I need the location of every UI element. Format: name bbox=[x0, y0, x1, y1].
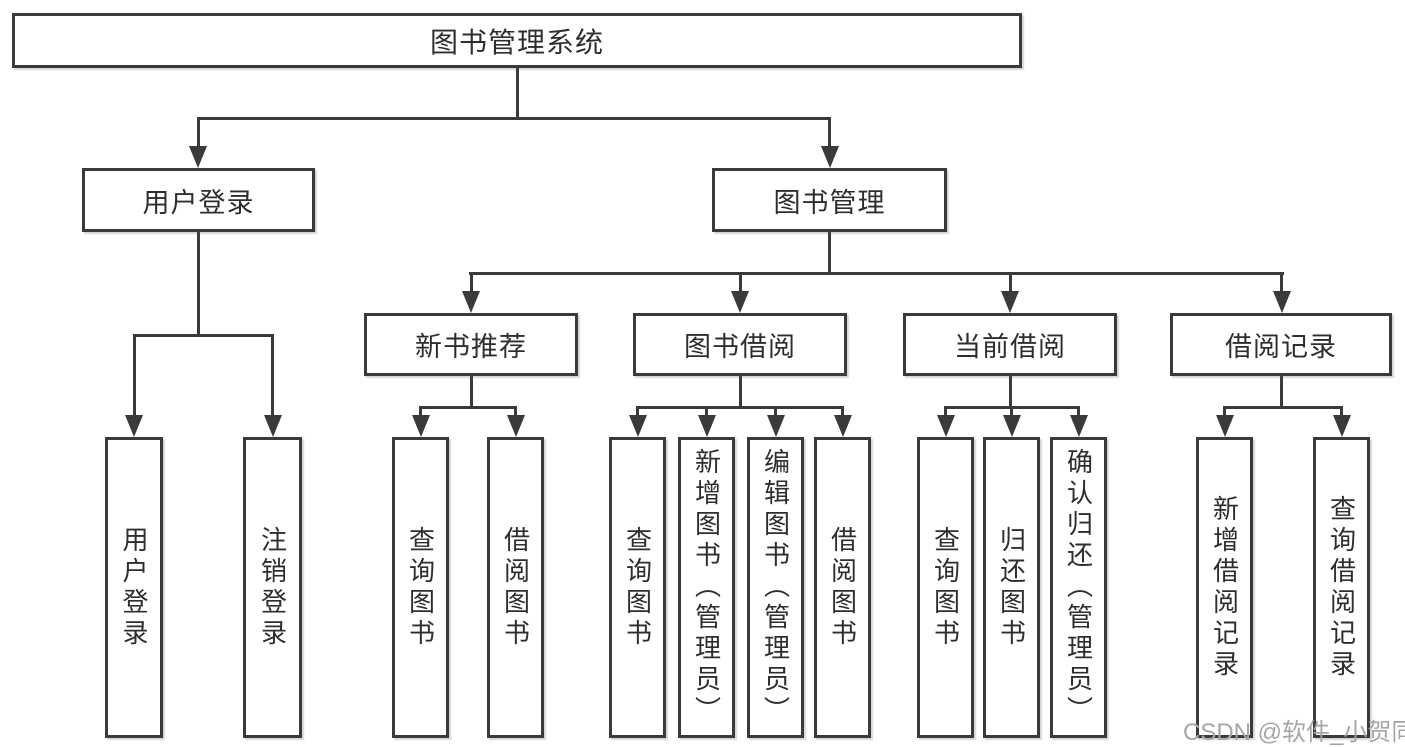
connector-root-trunk bbox=[515, 68, 519, 120]
leaf-current-query-books: 查询图书 bbox=[917, 437, 974, 738]
connector-book-borrow-trunk bbox=[738, 376, 742, 409]
connector-drop-g4-query bbox=[944, 406, 947, 420]
node-new-book-recommend-label: 新书推荐 bbox=[415, 332, 527, 362]
node-current-borrow: 当前借阅 bbox=[903, 313, 1117, 376]
arrowhead-g3-borrow bbox=[833, 415, 852, 437]
node-book-management-branch: 图书管理 bbox=[712, 168, 947, 232]
leaf-user-login-label: 用户登录 bbox=[119, 525, 149, 650]
arrowhead-new-book bbox=[462, 291, 480, 313]
node-user-login-branch-label: 用户登录 bbox=[142, 187, 255, 218]
node-root-label: 图书管理系统 bbox=[429, 26, 604, 58]
arrowhead-g3-add bbox=[697, 415, 716, 437]
connector-user-login-bar bbox=[132, 334, 274, 337]
leaf-edit-book-admin: 编辑图书（管理员） bbox=[747, 437, 804, 738]
leaf-add-book-admin: 新增图书（管理员） bbox=[678, 437, 735, 738]
leaf-logout: 注销登录 bbox=[243, 437, 302, 738]
connector-book-borrow-bar bbox=[636, 406, 844, 409]
connector-drop-leaf-logout bbox=[271, 334, 274, 417]
leaf-newbook-query-books: 查询图书 bbox=[392, 437, 449, 738]
node-borrow-records-label: 借阅记录 bbox=[1225, 332, 1337, 362]
connector-drop-book-borrow bbox=[738, 272, 742, 294]
connector-drop-g4-return bbox=[1010, 406, 1013, 420]
connector-drop-g2-query bbox=[419, 406, 422, 420]
leaf-borrow-query-books: 查询图书 bbox=[609, 437, 666, 738]
leaf-borrow-query-books-label: 查询图书 bbox=[622, 525, 653, 650]
leaf-newbook-borrow-books: 借阅图书 bbox=[487, 437, 544, 738]
connector-drop-g5-add bbox=[1223, 406, 1226, 420]
connector-drop-g3-edit bbox=[774, 406, 777, 420]
connector-book-management-trunk bbox=[828, 232, 831, 275]
arrowhead-g4-return bbox=[1002, 415, 1021, 437]
connector-drop-leaf-user-login bbox=[132, 334, 136, 417]
node-book-borrow-label: 图书借阅 bbox=[684, 332, 796, 362]
node-book-borrow: 图书借阅 bbox=[633, 313, 847, 376]
arrowhead-g5-add bbox=[1215, 415, 1234, 437]
leaf-return-book-label: 归还图书 bbox=[996, 525, 1027, 650]
node-book-management-branch-label: 图书管理 bbox=[773, 187, 886, 218]
leaf-newbook-borrow-books-label: 借阅图书 bbox=[500, 525, 531, 650]
leaf-logout-label: 注销登录 bbox=[257, 525, 288, 650]
connector-level2-bar bbox=[196, 117, 831, 120]
arrowhead-g4-query bbox=[936, 415, 955, 437]
node-user-login-branch: 用户登录 bbox=[82, 168, 315, 232]
leaf-add-borrow-record: 新增借阅记录 bbox=[1196, 437, 1253, 738]
connector-drop-g3-query bbox=[636, 406, 639, 420]
connector-drop-current-borrow bbox=[1008, 272, 1012, 294]
leaf-confirm-return-admin: 确认归还（管理员） bbox=[1050, 437, 1107, 738]
arrowhead-borrow-records bbox=[1272, 291, 1291, 313]
node-current-borrow-label: 当前借阅 bbox=[954, 332, 1066, 362]
arrowhead-book-management bbox=[820, 146, 839, 168]
connector-user-login-trunk bbox=[196, 232, 200, 336]
leaf-newbook-query-books-label: 查询图书 bbox=[405, 525, 436, 650]
arrowhead-g4-confirm bbox=[1069, 415, 1088, 437]
leaf-add-borrow-record-label: 新增借阅记录 bbox=[1209, 494, 1240, 681]
connector-current-borrow-trunk bbox=[1008, 376, 1012, 409]
leaf-user-login: 用户登录 bbox=[105, 437, 163, 738]
arrowhead-g2-query bbox=[411, 415, 430, 437]
leaf-add-book-admin-label: 新增图书（管理员） bbox=[691, 448, 722, 727]
leaf-query-borrow-record-label: 查询借阅记录 bbox=[1326, 494, 1357, 681]
connector-drop-g5-query bbox=[1340, 406, 1343, 420]
csdn-watermark: CSDN @软件_小贺同学 bbox=[1183, 719, 1405, 746]
arrowhead-leaf-logout bbox=[263, 415, 282, 437]
connector-drop-new-book bbox=[469, 272, 473, 294]
leaf-return-book: 归还图书 bbox=[983, 437, 1040, 738]
arrowhead-book-borrow bbox=[731, 291, 749, 313]
leaf-query-borrow-record: 查询借阅记录 bbox=[1313, 437, 1370, 738]
arrowhead-g3-query bbox=[628, 415, 647, 437]
leaf-current-query-books-label: 查询图书 bbox=[930, 525, 961, 650]
arrowhead-leaf-user-login bbox=[125, 415, 143, 437]
connector-borrow-records-trunk bbox=[1279, 376, 1283, 409]
connector-drop-book-management bbox=[828, 117, 831, 149]
node-borrow-records: 借阅记录 bbox=[1170, 313, 1392, 376]
connector-drop-g3-borrow bbox=[841, 406, 844, 420]
node-root: 图书管理系统 bbox=[12, 13, 1022, 68]
arrowhead-g5-query bbox=[1332, 415, 1351, 437]
connector-borrow-records-bar bbox=[1223, 406, 1343, 409]
connector-new-book-bar bbox=[419, 406, 517, 409]
connector-drop-user-login bbox=[196, 117, 200, 149]
node-new-book-recommend: 新书推荐 bbox=[364, 313, 578, 376]
leaf-borrow-borrow-books-label: 借阅图书 bbox=[827, 525, 858, 650]
connector-new-book-trunk bbox=[469, 376, 473, 409]
connector-drop-g3-add bbox=[705, 406, 708, 420]
arrowhead-user-login bbox=[189, 146, 207, 168]
arrowhead-g2-borrow bbox=[506, 415, 525, 437]
leaf-edit-book-admin-label: 编辑图书（管理员） bbox=[760, 448, 791, 727]
leaf-confirm-return-admin-label: 确认归还（管理员） bbox=[1063, 448, 1094, 727]
connector-drop-g4-confirm bbox=[1077, 406, 1080, 420]
arrowhead-g3-edit bbox=[766, 415, 785, 437]
arrowhead-current-borrow bbox=[1001, 291, 1019, 313]
connector-level3-bar bbox=[468, 272, 1284, 275]
leaf-borrow-borrow-books: 借阅图书 bbox=[814, 437, 871, 738]
connector-drop-g2-borrow bbox=[514, 406, 517, 420]
connector-drop-borrow-records bbox=[1280, 272, 1283, 294]
